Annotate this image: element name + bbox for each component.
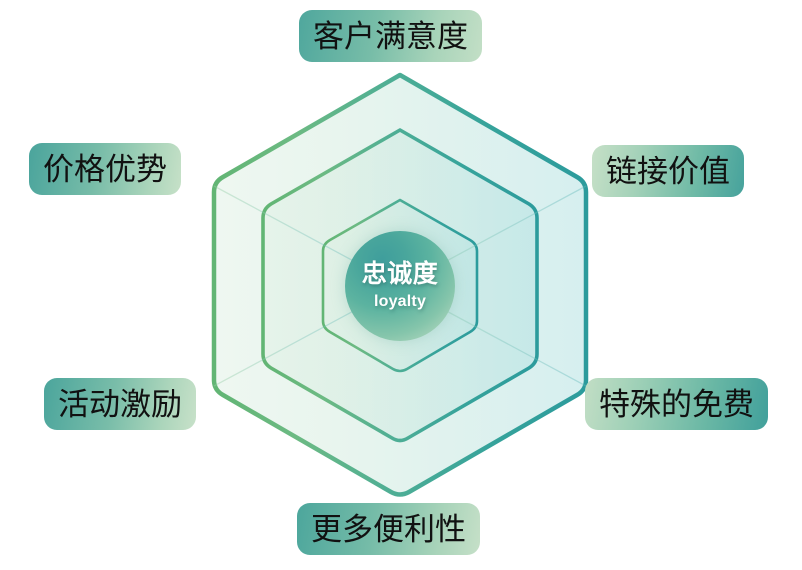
vertex-label-top[interactable]: 客户满意度 xyxy=(299,10,482,62)
center-label-en: loyalty xyxy=(373,293,427,310)
center-hub: 忠诚度 loyalty xyxy=(345,231,455,341)
vertex-label-upper-right[interactable]: 链接价值 xyxy=(592,145,744,197)
vertex-label-lower-right[interactable]: 特殊的免费 xyxy=(585,378,768,430)
vertex-label-lower-left[interactable]: 活动激励 xyxy=(44,378,196,430)
center-label-cn: 忠诚度 xyxy=(361,260,439,288)
vertex-label-bottom[interactable]: 更多便利性 xyxy=(297,503,480,555)
vertex-label-upper-left[interactable]: 价格优势 xyxy=(29,143,181,195)
